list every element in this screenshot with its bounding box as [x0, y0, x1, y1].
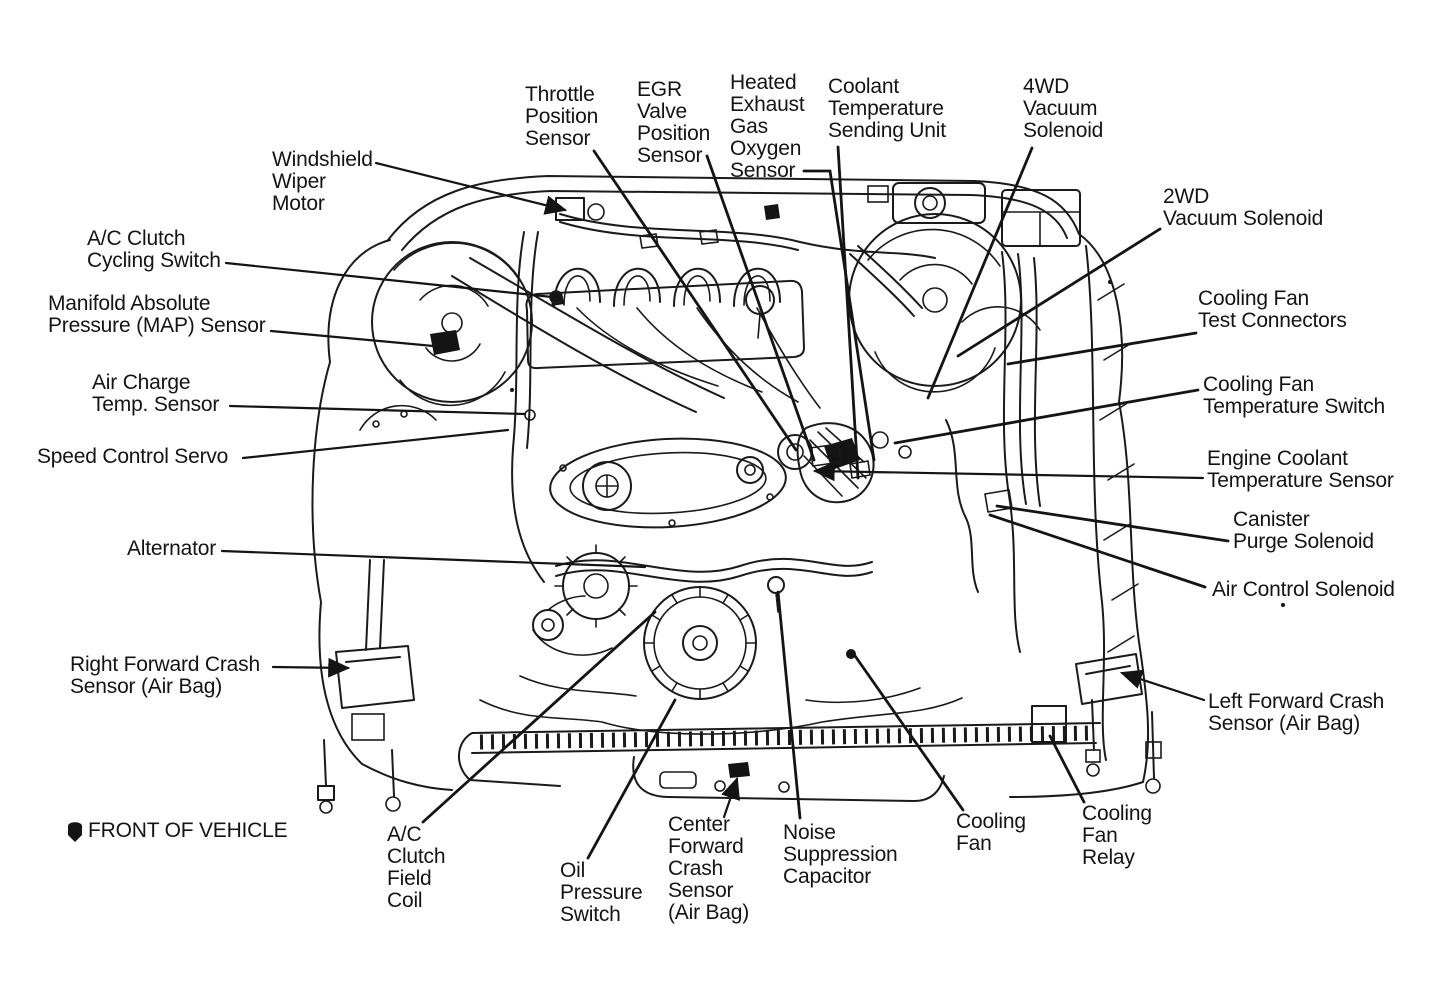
right-fender-hatching	[1097, 283, 1139, 653]
leader-2wd-vacuum-solenoid	[956, 227, 1162, 358]
body-outline	[311, 175, 1150, 798]
label-right-forward-crash-sensor: Right Forward Crash Sensor (Air Bag)	[70, 653, 260, 698]
left-cooling-fan	[371, 241, 533, 407]
leader-noise-suppression-capacitor	[776, 590, 802, 820]
lower-crossmember	[458, 722, 1101, 802]
right-crash-sensor-bracket	[317, 559, 415, 814]
label-throttle-position-sensor: Throttle Position Sensor	[525, 83, 599, 150]
leader-oil-pressure-switch	[586, 698, 677, 860]
label-cooling-fan-temperature-switch: Cooling Fan Temperature Switch	[1203, 373, 1385, 418]
hoses-harnesses	[451, 213, 1041, 653]
label-ac-clutch-field-coil: A/C Clutch Field Coil	[387, 823, 446, 912]
engine-line-art	[311, 175, 1285, 814]
ac-compressor	[643, 586, 757, 700]
leader-ac-clutch-cycling-switch	[224, 261, 554, 299]
leader-heated-exhaust-gas-oxygen-sensor	[802, 169, 876, 462]
label-2wd-vacuum-solenoid: 2WD Vacuum Solenoid	[1163, 185, 1324, 230]
leader-lines	[220, 145, 1230, 860]
leader-alternator	[220, 549, 647, 569]
center-crash-sensor-part	[728, 762, 750, 778]
leader-map-sensor	[269, 329, 457, 350]
leader-egr-valve-position-sensor	[705, 154, 816, 462]
label-left-forward-crash-sensor: Left Forward Crash Sensor (Air Bag)	[1208, 690, 1385, 735]
leader-engine-coolant-temperature-sensor	[812, 461, 1205, 482]
spark-plug-wires	[576, 307, 821, 409]
leader-air-charge-temp-sensor	[228, 404, 527, 416]
right-cooling-fan	[848, 213, 1022, 393]
label-air-control-solenoid: Air Control Solenoid	[1212, 578, 1395, 601]
leader-left-forward-crash-sensor	[1119, 669, 1206, 702]
label-air-charge-temp-sensor: Air Charge Temp. Sensor	[92, 371, 220, 416]
leader-cooling-fan-test-connectors	[1006, 331, 1198, 366]
leader-speed-control-servo	[241, 428, 510, 460]
left-crash-sensor-bracket	[1031, 653, 1162, 794]
label-canister-purge-solenoid: Canister Purge Solenoid	[1233, 508, 1374, 553]
strut-towers	[359, 306, 1041, 431]
label-egr-valve-position-sensor: EGR Valve Position Sensor	[637, 78, 711, 167]
label-4wd-vacuum-solenoid: 4WD Vacuum Solenoid	[1023, 75, 1104, 142]
label-ac-clutch-cycling-switch: A/C Clutch Cycling Switch	[87, 227, 221, 272]
capacitor-part	[767, 576, 785, 594]
label-oil-pressure-switch: Oil Pressure Switch	[560, 859, 643, 926]
leader-ac-clutch-field-coil	[421, 610, 657, 824]
label-alternator: Alternator	[127, 537, 217, 560]
leader-air-control-solenoid	[988, 513, 1207, 589]
front-of-vehicle-marker-icon	[68, 822, 82, 842]
dark-component-blobs	[430, 204, 860, 470]
label-cooling-fan: Cooling Fan	[956, 810, 1026, 855]
leader-cooling-fan-relay	[1048, 734, 1086, 804]
label-coolant-temperature-sending-unit: Coolant Temperature Sending Unit	[828, 75, 946, 142]
oil-pan-arcs	[479, 675, 963, 735]
leader-right-forward-crash-sensor	[271, 657, 351, 678]
scan-speckles	[510, 280, 1285, 607]
battery-box	[1001, 189, 1081, 247]
leader-canister-purge-solenoid	[995, 504, 1230, 543]
intake-manifold	[525, 267, 821, 409]
label-engine-coolant-temperature-sensor: Engine Coolant Temperature Sensor	[1207, 447, 1394, 492]
leader-4wd-vacuum-solenoid	[926, 146, 1034, 400]
leader-cooling-fan-temperature-switch	[893, 388, 1200, 445]
leader-coolant-temperature-sending-unit	[836, 145, 860, 480]
label-noise-suppression-capacitor: Noise Suppression Capacitor	[783, 821, 898, 888]
leader-center-forward-crash-sensor	[721, 776, 740, 819]
leader-throttle-position-sensor	[592, 149, 798, 452]
leader-windshield-wiper-motor	[374, 161, 568, 215]
label-heated-exhaust-gas-oxygen-sensor: Heated Exhaust Gas Oxygen Sensor	[730, 71, 805, 182]
label-cooling-fan-relay: Cooling Fan Relay	[1082, 802, 1152, 869]
label-cooling-fan-test-connectors: Cooling Fan Test Connectors	[1198, 287, 1347, 332]
label-windshield-wiper-motor: Windshield Wiper Motor	[272, 148, 373, 215]
label-center-forward-crash-sensor: Center Forward Crash Sensor (Air Bag)	[668, 813, 750, 924]
label-map-sensor: Manifold Absolute Pressure (MAP) Sensor	[48, 292, 266, 337]
valve-cover	[549, 437, 787, 529]
throttle-body-cluster	[524, 229, 1013, 659]
label-speed-control-servo: Speed Control Servo	[37, 445, 229, 468]
leader-cooling-fan	[851, 651, 965, 812]
alternator-assembly	[532, 544, 638, 656]
label-front-of-vehicle: FRONT OF VEHICLE	[88, 819, 288, 842]
